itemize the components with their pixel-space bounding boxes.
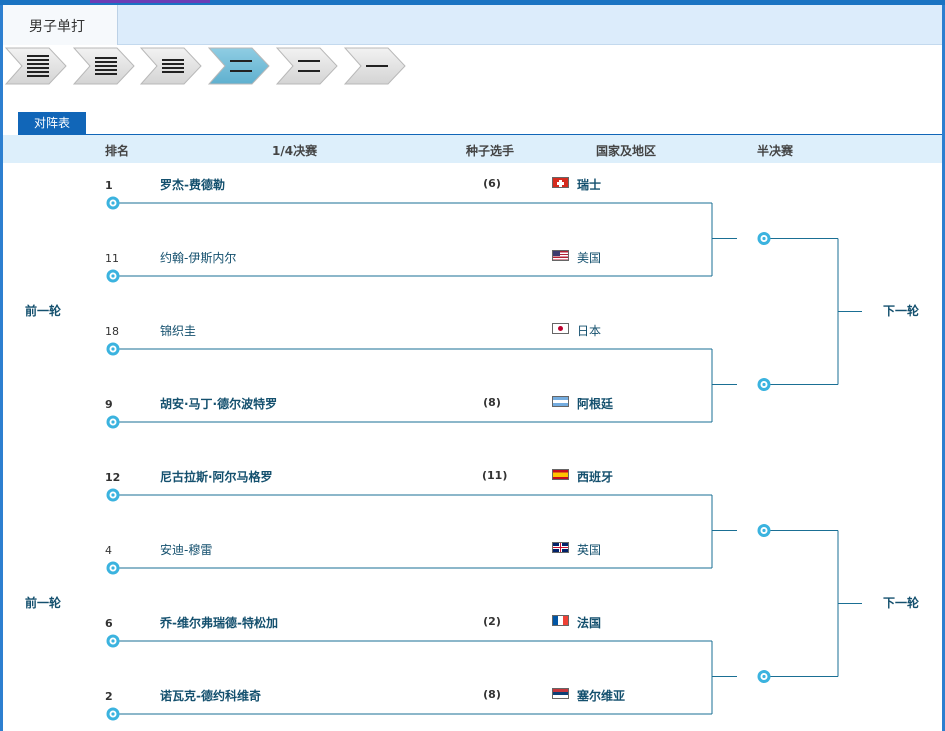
draw-128-icon	[27, 53, 49, 79]
player-rank: 11	[105, 252, 119, 265]
tab-mens-singles[interactable]: 男子单打	[3, 5, 118, 45]
top-bar	[0, 0, 945, 5]
semifinal-node-dot	[762, 382, 766, 387]
player-node-dot	[111, 639, 115, 643]
tab-label: 男子单打	[29, 19, 85, 35]
draw-quarter-icon	[230, 53, 252, 79]
player-node-dot	[111, 201, 115, 205]
player-name[interactable]: 胡安·马丁·德尔波特罗	[160, 397, 278, 411]
player-country: 西班牙	[577, 470, 614, 484]
flag-ar-icon	[552, 396, 569, 407]
player-country: 塞尔维亚	[577, 689, 626, 703]
player-seed: (6)	[483, 177, 501, 190]
round-step-6[interactable]	[344, 47, 406, 85]
round-step-3[interactable]	[140, 47, 202, 85]
round-step-4[interactable]	[208, 47, 270, 85]
bracket-view-button[interactable]: 对阵表	[18, 112, 86, 134]
player-node-dot	[111, 712, 115, 716]
player-seed: (8)	[483, 396, 501, 409]
player-node-dot	[111, 274, 115, 278]
flag-gb-icon	[552, 542, 569, 553]
left-border	[0, 5, 3, 731]
player-name[interactable]: 诺瓦克-德约科维奇	[160, 689, 261, 703]
flag-jp-icon	[552, 323, 569, 334]
header-rank: 排名	[105, 144, 130, 158]
player-name[interactable]: 锦织圭	[160, 324, 197, 338]
header-seed: 种子选手	[466, 144, 515, 158]
right-border	[942, 5, 945, 731]
prev-round-link-top[interactable]: 前一轮	[25, 304, 62, 318]
header-divider	[18, 134, 942, 135]
draw-32-icon	[162, 53, 184, 79]
flag-rs-icon	[552, 688, 569, 699]
player-node-dot	[111, 420, 115, 424]
flag-fr-icon	[552, 615, 569, 626]
player-country: 阿根廷	[577, 397, 614, 411]
player-name[interactable]: 乔-维尔弗瑞德-特松加	[160, 616, 278, 630]
header-semifinal: 半决赛	[757, 144, 794, 158]
draw-final-icon	[366, 53, 388, 79]
round-step-2[interactable]	[73, 47, 135, 85]
next-round-link-top[interactable]: 下一轮	[883, 304, 920, 318]
draw-64-icon	[95, 53, 117, 79]
player-country: 法国	[577, 616, 602, 630]
semifinal-node-dot	[762, 236, 766, 241]
player-country: 日本	[577, 324, 602, 338]
player-seed: (11)	[482, 469, 508, 482]
header-country: 国家及地区	[596, 144, 657, 158]
player-rank: 6	[105, 617, 113, 630]
player-node-dot	[111, 566, 115, 570]
player-country: 美国	[577, 251, 602, 265]
player-name[interactable]: 安迪-穆雷	[160, 543, 213, 557]
player-node-dot	[111, 493, 115, 497]
player-rank: 4	[105, 544, 112, 557]
next-round-link-bottom[interactable]: 下一轮	[883, 596, 920, 610]
player-seed: (2)	[483, 615, 501, 628]
player-country: 瑞士	[577, 178, 602, 192]
player-name[interactable]: 罗杰-费德勒	[160, 178, 225, 192]
player-rank: 18	[105, 325, 119, 338]
player-rank: 1	[105, 179, 113, 192]
semifinal-node-dot	[762, 528, 766, 533]
player-rank: 12	[105, 471, 121, 484]
prev-round-link-bottom[interactable]: 前一轮	[25, 596, 62, 610]
table-header	[3, 135, 942, 163]
player-rank: 2	[105, 690, 113, 703]
player-country: 英国	[577, 543, 602, 557]
player-name[interactable]: 约翰-伊斯内尔	[160, 251, 237, 265]
round-step-1[interactable]	[5, 47, 67, 85]
flag-ch-icon	[552, 177, 569, 188]
top-bar-accent	[90, 0, 210, 3]
player-node-dot	[111, 347, 115, 351]
player-name[interactable]: 尼古拉斯·阿尔马格罗	[160, 470, 273, 484]
player-seed: (8)	[483, 688, 501, 701]
flag-es-icon	[552, 469, 569, 480]
flag-us-icon	[552, 250, 569, 261]
round-step-5[interactable]	[276, 47, 338, 85]
draw-semi-icon	[298, 53, 320, 79]
player-rank: 9	[105, 398, 113, 411]
tab-bar	[3, 5, 942, 45]
semifinal-node-dot	[762, 674, 766, 679]
header-round: 1/4决赛	[272, 144, 318, 158]
